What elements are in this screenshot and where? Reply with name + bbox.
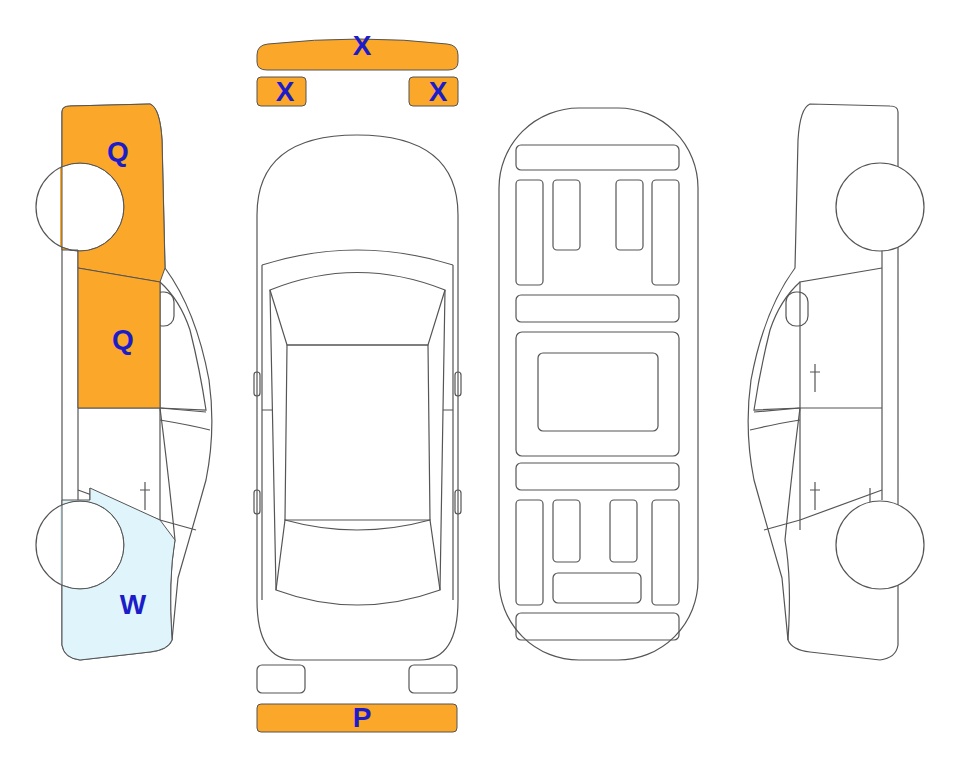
panel-shape [60, 102, 168, 284]
damage-code: X [429, 78, 448, 106]
damage-code: W [120, 591, 146, 619]
damage-panel: X [255, 34, 460, 72]
underside-view [499, 108, 698, 660]
damage-panel: X [256, 76, 307, 107]
damage-panel: Q [76, 266, 164, 410]
damage-code: P [353, 704, 372, 732]
damage-code: X [353, 32, 372, 60]
damage-code: X [276, 78, 295, 106]
left-side-view [36, 104, 212, 660]
top-view [254, 135, 461, 693]
panel-shape [60, 486, 182, 662]
damage-code: Q [112, 326, 134, 354]
damage-code: Q [107, 138, 129, 166]
damage-panel: W [60, 486, 182, 662]
damage-panel: P [256, 703, 459, 734]
damage-panel: Q [60, 102, 168, 284]
damage-panel: X [408, 76, 459, 107]
right-side-view [748, 104, 924, 660]
